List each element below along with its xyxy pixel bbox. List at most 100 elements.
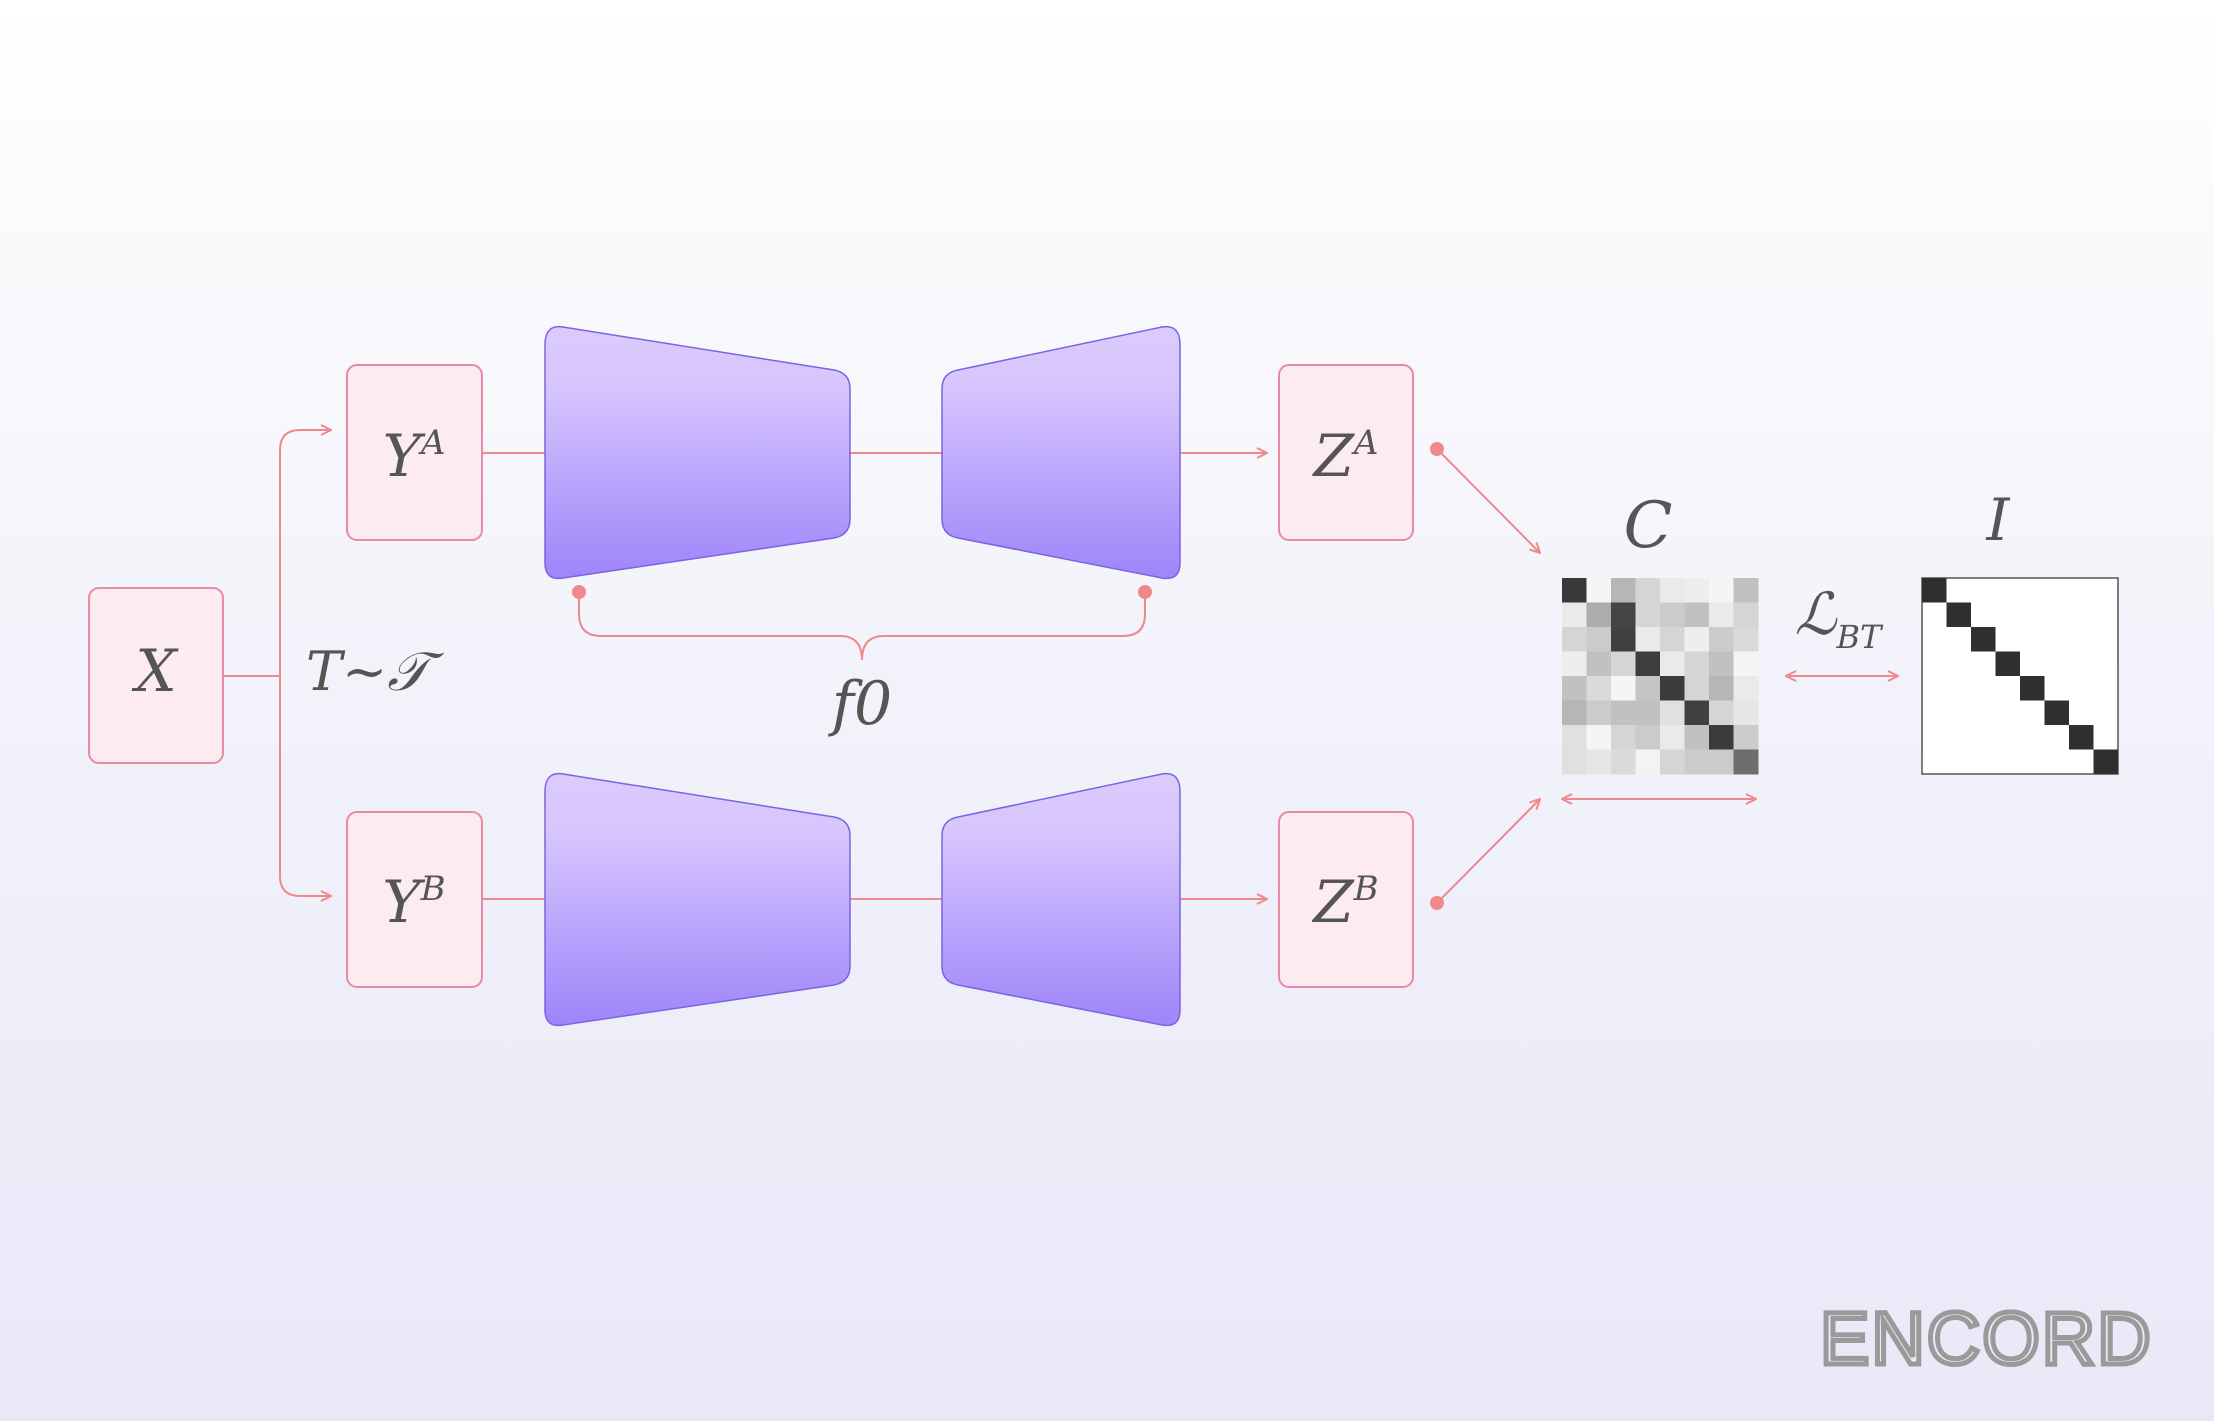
zb-to-matrix-arrow (1436, 799, 1540, 904)
c-cell (1709, 602, 1734, 628)
c-cell (1611, 651, 1636, 677)
c-cell (1562, 725, 1587, 750)
c-cell (1586, 578, 1612, 603)
za-dot (1430, 442, 1444, 456)
za-base: Z (1312, 422, 1356, 490)
c-cell (1660, 700, 1685, 726)
yb-label: YB (382, 868, 445, 936)
f-brace (578, 592, 1146, 661)
i-diagonal-cell (2044, 700, 2069, 725)
c-cell (1660, 676, 1685, 701)
c-cell (1733, 578, 1759, 603)
c-label: C (1624, 489, 1673, 563)
connectors (223, 430, 1898, 903)
c-cell (1635, 651, 1661, 677)
c-cell (1733, 676, 1759, 701)
c-cell (1709, 725, 1734, 750)
c-cell (1684, 578, 1710, 603)
c-cell (1709, 700, 1734, 726)
c-cell (1562, 700, 1587, 726)
c-cell (1660, 627, 1685, 652)
za-to-matrix-arrow (1436, 448, 1540, 553)
encoder-b (544, 772, 851, 1027)
i-diagonal-cell (1971, 627, 1996, 652)
branch-to-ya-arrow (279, 430, 331, 676)
connector-dots (572, 442, 1444, 910)
correlation-matrix (1562, 578, 1759, 775)
c-cell (1635, 602, 1661, 628)
c-cell (1709, 578, 1734, 603)
zb-label: ZB (1311, 868, 1378, 936)
c-cell (1562, 627, 1587, 652)
c-cell (1562, 602, 1587, 628)
c-cell (1684, 602, 1710, 628)
c-cell (1611, 627, 1636, 652)
zb-dot (1430, 896, 1444, 910)
i-diagonal-cell (1946, 602, 1971, 627)
c-cell (1586, 725, 1612, 750)
c-cell (1709, 627, 1734, 652)
za-superscript: A (1351, 423, 1379, 463)
c-cell (1635, 676, 1661, 701)
i-diagonal-cell (2093, 749, 2118, 774)
c-cell (1660, 651, 1685, 677)
encoder-a (544, 325, 851, 580)
c-cell (1635, 627, 1661, 652)
c-cell (1611, 602, 1636, 628)
loss-label: ℒBT (1795, 580, 1884, 656)
branch-to-yb-arrow (279, 676, 331, 896)
c-cell (1611, 749, 1636, 775)
encord-logo: ENCORD (1820, 1297, 2153, 1380)
i-diagonal-cell (1922, 578, 1947, 603)
c-cell (1586, 651, 1612, 677)
ya-box (346, 364, 483, 541)
zb-base: Z (1311, 868, 1355, 936)
ya-superscript: A (418, 423, 446, 463)
c-cell (1635, 578, 1661, 603)
c-cell (1733, 749, 1759, 775)
projector-b (941, 772, 1181, 1027)
c-cell (1635, 700, 1661, 726)
c-cell (1562, 676, 1587, 701)
c-cell (1660, 749, 1685, 775)
c-cell (1586, 676, 1612, 701)
c-cell (1733, 700, 1759, 726)
c-cell (1635, 725, 1661, 750)
c-cell (1611, 725, 1636, 750)
c-cell (1684, 700, 1710, 726)
c-cell (1562, 578, 1587, 603)
yb-base: Y (382, 868, 425, 936)
za-box (1278, 364, 1414, 541)
f-label: f0 (828, 669, 892, 739)
c-cell (1709, 749, 1734, 775)
c-cell (1586, 627, 1612, 652)
c-cell (1586, 749, 1612, 775)
c-cell (1733, 725, 1759, 750)
c-cell (1733, 627, 1759, 652)
brace-right-dot (1138, 585, 1152, 599)
yb-superscript: B (420, 869, 446, 909)
c-cell (1709, 651, 1734, 677)
transform-label: T~𝒯 (306, 640, 444, 703)
c-cell (1611, 700, 1636, 726)
c-cell (1660, 602, 1685, 628)
c-cell (1684, 749, 1710, 775)
c-cell (1586, 700, 1612, 726)
i-diagonal-cell (1995, 651, 2020, 676)
c-cell (1733, 602, 1759, 628)
brace-left-dot (572, 585, 586, 599)
networks (544, 325, 1181, 1027)
zb-superscript: B (1353, 869, 1379, 909)
c-cell (1611, 676, 1636, 701)
zb-box (1278, 811, 1414, 988)
za-label: ZA (1312, 422, 1379, 490)
c-cell (1684, 627, 1710, 652)
c-cell (1611, 578, 1636, 603)
i-diagonal-cell (2069, 725, 2094, 750)
ya-base: Y (383, 422, 426, 490)
c-cell (1709, 676, 1734, 701)
i-diagonal-cell (2020, 676, 2045, 701)
c-cell (1733, 651, 1759, 677)
x-label: X (131, 637, 179, 705)
